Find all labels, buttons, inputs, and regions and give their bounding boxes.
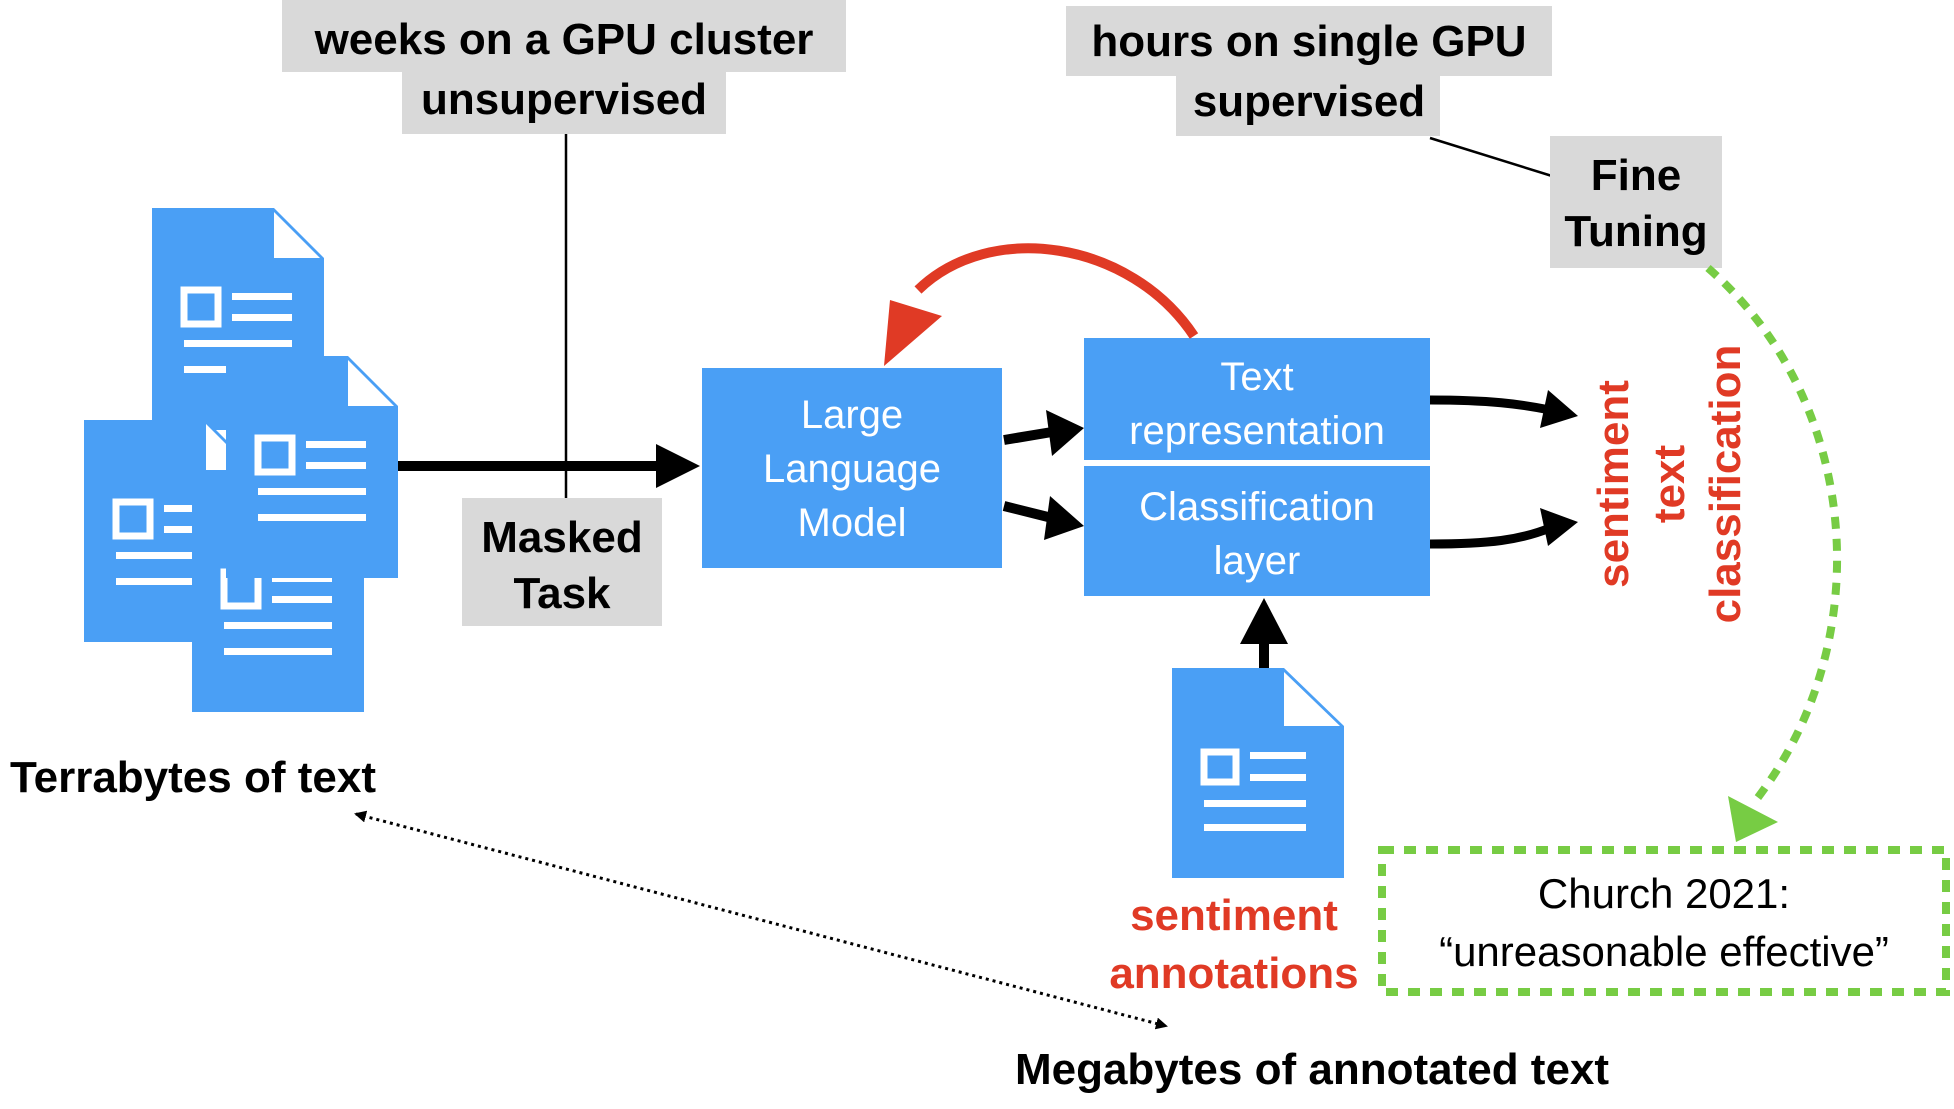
text-rep-output-arrow-icon xyxy=(1429,390,1578,428)
fine-tuning-line-2: Tuning xyxy=(1564,207,1707,256)
llm-to-classification-arrow-icon xyxy=(1002,496,1084,540)
classification-line-2: layer xyxy=(1214,539,1301,583)
pretrain-cost-label: weeks on a GPU cluster unsupervised xyxy=(282,0,846,134)
masked-task-label: Masked Task xyxy=(462,498,662,626)
text-rep-line-2: representation xyxy=(1129,409,1385,453)
pretrain-cost-line-2: unsupervised xyxy=(421,75,707,124)
output-label-sentiment: sentiment xyxy=(1589,380,1638,588)
sentiment-annotations-line-2: annotations xyxy=(1109,949,1358,998)
classification-output-arrow-icon xyxy=(1429,508,1578,549)
fine-tuning-line-1: Fine xyxy=(1591,151,1681,200)
fine-tuning-effect-arrow-icon xyxy=(1705,264,1841,842)
citation-line-1: Church 2021: xyxy=(1538,870,1790,917)
llm-line-1: Large xyxy=(801,393,903,437)
finetune-connector xyxy=(1429,136,1553,178)
annotation-document-icon xyxy=(1172,668,1344,878)
masked-task-line-2: Task xyxy=(513,569,611,618)
llm-to-text-rep-arrow-icon xyxy=(1003,410,1084,456)
fine-tuning-label: Fine Tuning xyxy=(1550,136,1722,268)
corpus-document-icon-4 xyxy=(226,356,398,578)
data-scale-arrow-icon xyxy=(354,810,1168,1030)
output-label-text: text xyxy=(1645,445,1694,524)
pretrain-cost-line-1: weeks on a GPU cluster xyxy=(314,15,814,64)
megabytes-label: Megabytes of annotated text xyxy=(1015,1045,1609,1094)
citation-box: Church 2021: “unreasonable effective” xyxy=(1378,846,1950,996)
classification-layer-box: Classification layer xyxy=(1084,466,1430,596)
llm-box: Large Language Model xyxy=(702,368,1002,568)
output-label-classification: classification xyxy=(1701,345,1750,624)
text-representation-box: Text representation xyxy=(1084,338,1430,460)
text-rep-line-1: Text xyxy=(1220,355,1293,399)
finetune-cost-label: hours on single GPU supervised xyxy=(1066,6,1552,136)
finetune-cost-line-1: hours on single GPU xyxy=(1091,17,1526,66)
finetune-cost-line-2: supervised xyxy=(1193,77,1425,126)
citation-line-2: “unreasonable effective” xyxy=(1439,928,1889,975)
masked-task-line-1: Masked xyxy=(481,513,642,562)
llm-line-2: Language xyxy=(763,447,941,491)
sentiment-annotations-line-1: sentiment xyxy=(1130,891,1338,940)
llm-line-3: Model xyxy=(798,501,907,545)
feedback-arrow-icon xyxy=(884,243,1199,366)
annotations-to-classification-arrow-icon xyxy=(1240,598,1288,668)
classification-line-1: Classification xyxy=(1139,485,1375,529)
corpus-to-llm-arrow-icon xyxy=(398,444,700,488)
terabytes-label: Terrabytes of text xyxy=(10,753,376,802)
